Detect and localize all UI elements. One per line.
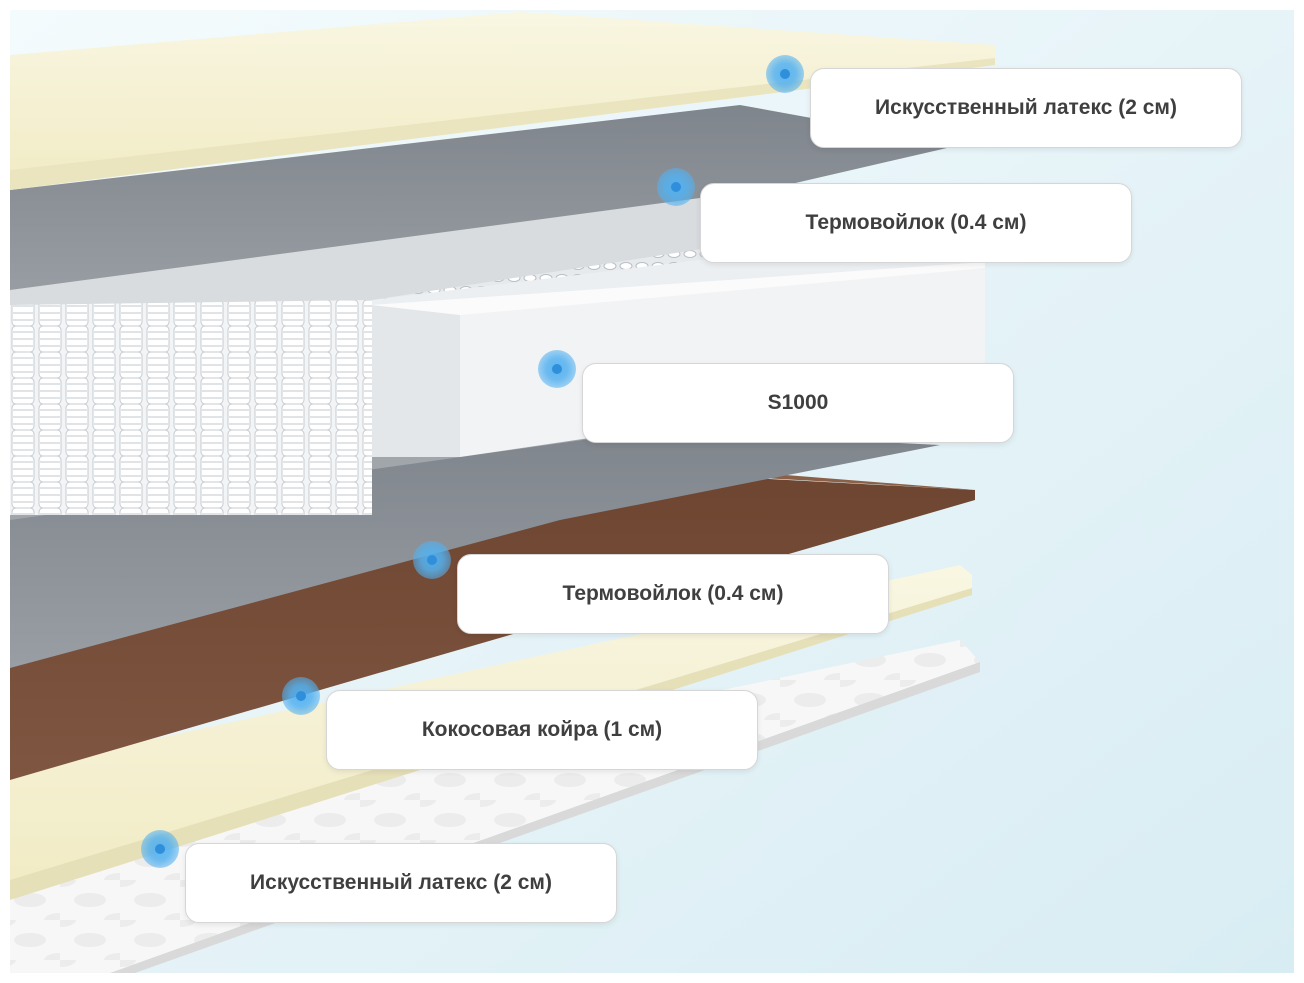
layer-label-latex-bottom: Искусственный латекс (2 см) xyxy=(185,843,617,923)
layer-label-latex-top: Искусственный латекс (2 см) xyxy=(810,68,1242,148)
foam-frame-block xyxy=(372,262,985,457)
layer-label-felt-lower: Термовойлок (0.4 см) xyxy=(457,554,889,634)
marker-dot-felt-upper[interactable] xyxy=(657,168,695,206)
marker-dot-felt-lower[interactable] xyxy=(413,541,451,579)
spring-block xyxy=(10,300,372,515)
marker-dot-latex-top[interactable] xyxy=(766,55,804,93)
marker-dot-latex-bottom[interactable] xyxy=(141,830,179,868)
layer-label-coir: Кокосовая койра (1 см) xyxy=(326,690,758,770)
felt-layer-upper xyxy=(10,105,960,300)
layer-label-s1000: S1000 xyxy=(582,363,1014,443)
layer-label-felt-upper: Термовойлок (0.4 см) xyxy=(700,183,1132,263)
marker-dot-s1000[interactable] xyxy=(538,350,576,388)
marker-dot-coir[interactable] xyxy=(282,677,320,715)
